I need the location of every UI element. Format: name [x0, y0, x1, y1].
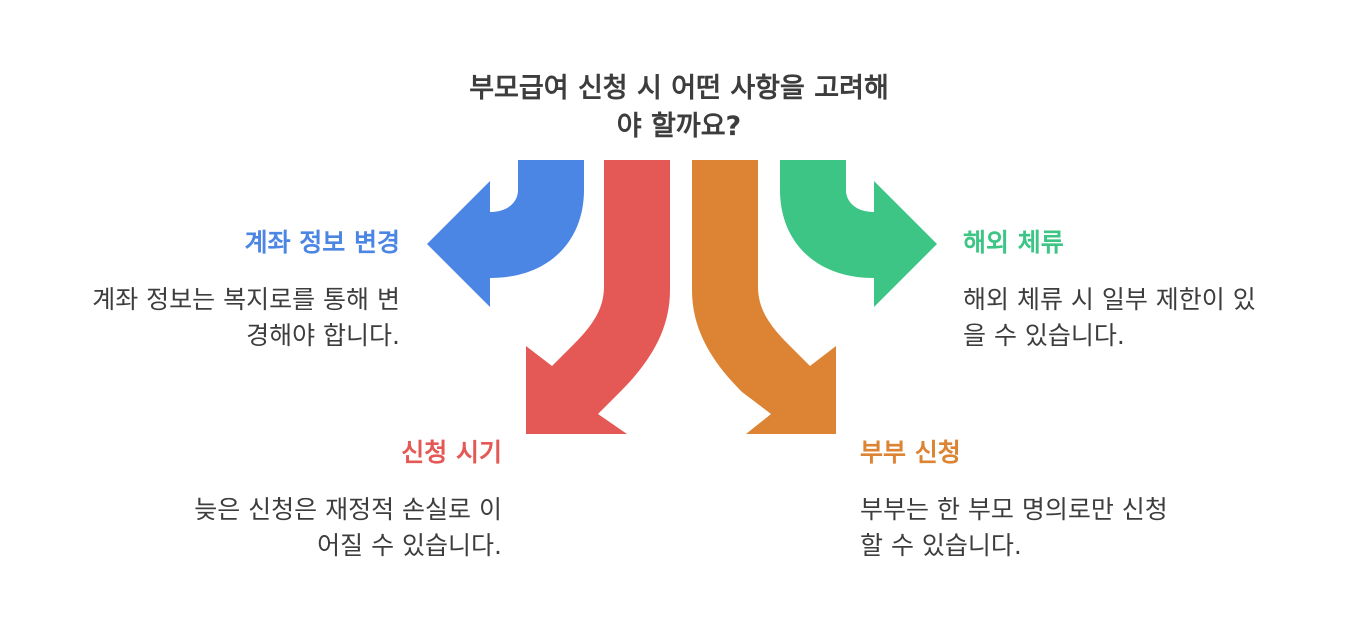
orange-arrow — [692, 160, 836, 434]
timing-desc-line-2: 어질 수 있습니다. — [317, 531, 502, 560]
application-timing-description: 늦은 신청은 재정적 손실로 이 어질 수 있습니다. — [110, 492, 502, 564]
timing-desc-line-1: 늦은 신청은 재정적 손실로 이 — [194, 495, 502, 524]
green-arrow — [780, 160, 937, 307]
account-change-block: 계좌 정보 변경 계좌 정보는 복지로를 통해 변 경해야 합니다. — [10, 226, 400, 354]
overseas-desc-line-2: 을 수 있습니다. — [963, 321, 1125, 350]
couple-application-block: 부부 신청 부부는 한 부모 명의로만 신청 할 수 있습니다. — [860, 436, 1260, 564]
overseas-stay-description: 해외 체류 시 일부 제한이 있 을 수 있습니다. — [963, 282, 1343, 354]
overseas-desc-line-1: 해외 체류 시 일부 제한이 있 — [963, 285, 1256, 314]
couple-application-heading: 부부 신청 — [860, 438, 961, 467]
account-desc-line-2: 경해야 합니다. — [246, 321, 400, 350]
blue-arrow — [427, 160, 584, 307]
red-arrow — [526, 160, 670, 434]
account-desc-line-1: 계좌 정보는 복지로를 통해 변 — [92, 285, 400, 314]
couple-desc-line-2: 할 수 있습니다. — [860, 531, 1022, 560]
diagram-title: 부모급여 신청 시 어떤 사항을 고려해 야 할까요? — [379, 70, 979, 146]
account-change-description: 계좌 정보는 복지로를 통해 변 경해야 합니다. — [10, 282, 400, 354]
overseas-stay-heading: 해외 체류 — [963, 228, 1064, 257]
application-timing-block: 신청 시기 늦은 신청은 재정적 손실로 이 어질 수 있습니다. — [110, 436, 502, 564]
account-change-heading: 계좌 정보 변경 — [244, 228, 400, 257]
overseas-stay-block: 해외 체류 해외 체류 시 일부 제한이 있 을 수 있습니다. — [963, 226, 1343, 354]
couple-desc-line-1: 부부는 한 부모 명의로만 신청 — [860, 495, 1168, 524]
application-timing-heading: 신청 시기 — [401, 438, 502, 467]
title-line-2: 야 할까요? — [616, 111, 742, 142]
title-line-1: 부모급여 신청 시 어떤 사항을 고려해 — [469, 73, 889, 104]
couple-application-description: 부부는 한 부모 명의로만 신청 할 수 있습니다. — [860, 492, 1260, 564]
